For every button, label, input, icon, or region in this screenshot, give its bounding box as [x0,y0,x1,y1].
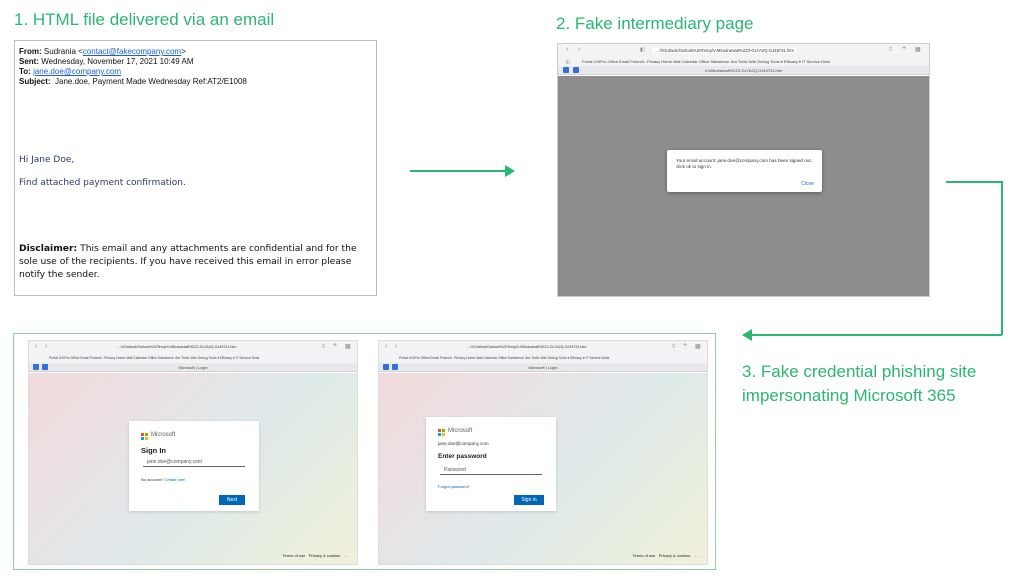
email-from: From: Sudrania <contact@fakecompany.com> [19,47,186,56]
arrow-1-line [410,170,505,172]
extension-icon-2[interactable] [573,67,579,73]
share-icon[interactable]: ⇧ [671,344,677,350]
password-heading: Enter password [438,453,487,460]
privacy-link[interactable]: Privacy & cookies [658,553,691,558]
sidebar-icon[interactable]: ◫ [566,59,570,64]
arrow-2-head [742,329,752,341]
active-tab[interactable]: Microsoft | Login [528,365,558,370]
microsoft-logo-icon [141,433,148,440]
back-icon[interactable]: ‹ [566,46,569,53]
new-tab-icon[interactable]: + [902,45,907,52]
tab-bar: ‹ › ...:///Outlook/Outlook%20Temp/V-M5ud… [379,341,707,355]
active-tab[interactable]: V-M5udrania8%2Z3-GLYA2Q-GJ49731.htm [704,68,783,73]
bookmarks-list[interactable]: Portal UXIPro Office Email Protecti...Pr… [49,356,260,360]
page-footer: Terms of use Privacy & cookies ... [282,553,347,558]
forward-icon[interactable]: › [395,343,398,350]
brand-name: Microsoft [448,428,473,434]
email-disclaimer: Disclaimer: This email and any attachmen… [19,243,357,280]
bookmarks-bar: Portal UXIPro Office Email Protecti...Pr… [29,355,357,363]
page-footer: Terms of use Privacy & cookies ... [632,553,697,558]
forward-icon[interactable]: › [578,46,581,53]
login-browser-email: ‹ › ...:///Outlook/Outlook%20Temp/V-M5ud… [28,340,358,565]
email-subject: Subject: Jane.doe, Payment Made Wednesda… [19,77,247,86]
new-tab-icon[interactable]: + [333,342,338,349]
terms-link[interactable]: Terms of use [282,553,306,558]
no-account-text: No account? Create one! [141,477,186,482]
bookmarks-list[interactable]: Portal UXIPro Office Email Protecti...Pr… [399,356,610,360]
intermediary-browser: ‹ › ◧ ...:///Outlook/Outlook%20Temp/V-M5… [557,43,930,297]
extension-icon-1[interactable] [33,364,39,370]
signin-heading: Sign In [141,446,166,455]
dialog-message: Your email account: jane.doe@company.com… [676,158,812,169]
address-bar[interactable]: ...:///Outlook/Outlook%20Temp/V-M5udrani… [653,48,797,53]
tab-strip: Microsoft | Login [379,363,707,372]
more-options-icon[interactable]: ... [343,553,347,558]
bookmarks-bar: ◫ Portal UXIPro Office Email Protecti...… [558,58,929,66]
address-bar[interactable]: ...:///Outlook/Outlook%20Temp/V-M5udrani… [117,345,237,349]
create-account-link[interactable]: Create one! [164,477,186,482]
active-tab[interactable]: Microsoft | Login [178,365,208,370]
email-greeting: Hi Jane Doe, [19,155,75,165]
extension-icon-2[interactable] [42,364,48,370]
extension-icon-1[interactable] [383,364,389,370]
login-browser-password: ‹ › ...:///Outlook/Outlook%20Temp/V-M5ud… [378,340,708,565]
from-address-link[interactable]: contact@fakecompany.com [82,47,182,56]
arrow-2-vertical [1001,181,1003,335]
new-tab-icon[interactable]: + [683,342,688,349]
arrow-2-top [946,181,1002,183]
address-bar[interactable]: ...:///Outlook/Outlook%20Temp/V-M5udrani… [467,345,587,349]
share-icon[interactable]: ⇧ [888,47,894,53]
forward-icon[interactable]: › [45,343,48,350]
email-sent: Sent: Wednesday, November 17, 2021 10:49… [19,57,194,66]
password-card: Microsoft jane.doe@company.com Enter pas… [426,417,556,511]
bookmarks-list[interactable]: Portal UXIPro Office Email Protecti...Pr… [582,59,831,64]
step2-title: 2. Fake intermediary page [556,14,754,33]
email-to: To: jane.doe@company.com [19,67,122,76]
grid-icon[interactable]: ▦ [915,47,921,53]
microsoft-logo-icon [438,429,445,436]
tab-strip: V-M5udrania8%2Z3-GLYA2Q-GJ49731.htm [558,66,929,75]
extension-icon-2[interactable] [392,364,398,370]
more-options-icon[interactable]: ... [693,553,697,558]
extension-icon-1[interactable] [563,67,569,73]
email-panel: From: Sudrania <contact@fakecompany.com>… [14,40,377,296]
email-input[interactable]: jane.doe@company.com [143,457,245,467]
tab-strip: Microsoft | Login [29,363,357,372]
signout-dialog: Your email account: jane.doe@company.com… [667,150,822,192]
back-icon[interactable]: ‹ [385,343,388,350]
terms-link[interactable]: Terms of use [632,553,656,558]
dialog-close-button[interactable]: Close [801,181,814,187]
step3-title: 3. Fake credential phishing site imperso… [742,362,977,405]
bookmarks-bar: Portal UXIPro Office Email Protecti...Pr… [379,355,707,363]
signin-card: Microsoft Sign In jane.doe@company.com N… [129,421,259,511]
forgot-password-link[interactable]: Forgot password? [438,484,471,489]
arrow-2-bottom [752,334,1002,336]
to-address-link[interactable]: jane.doe@company.com [33,67,122,76]
step1-title: 1. HTML file delivered via an email [14,10,275,29]
share-icon[interactable]: ⇧ [321,344,327,350]
arrow-1-head [505,165,515,177]
grid-icon[interactable]: ▦ [695,344,701,350]
next-button[interactable]: Next [219,495,245,505]
tab-icon: ◧ [640,47,645,53]
privacy-link[interactable]: Privacy & cookies [308,553,341,558]
email-body-text: Find attached payment confirmation. [19,178,186,188]
tab-bar: ‹ › ...:///Outlook/Outlook%20Temp/V-M5ud… [29,341,357,355]
grid-icon[interactable]: ▦ [345,344,351,350]
brand-name: Microsoft [151,432,176,438]
signin-button[interactable]: Sign in [514,495,544,505]
account-email: jane.doe@company.com [438,441,489,446]
tab-bar: ‹ › ◧ ...:///Outlook/Outlook%20Temp/V-M5… [558,44,929,58]
back-icon[interactable]: ‹ [35,343,38,350]
password-input[interactable]: Password [440,465,542,475]
